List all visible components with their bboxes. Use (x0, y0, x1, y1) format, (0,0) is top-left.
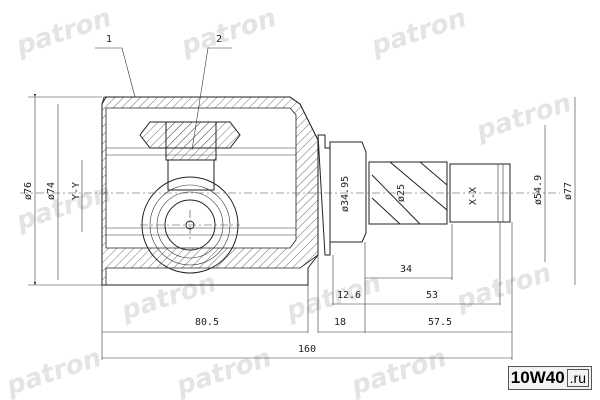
svg-text:ø76: ø76 (23, 182, 34, 200)
svg-text:Y-Y: Y-Y (71, 182, 82, 200)
svg-text:34: 34 (400, 264, 412, 275)
housing (101, 96, 319, 286)
svg-text:patron: patron (172, 343, 275, 400)
diameter-dimensions: ø76 ø74 Y-Y ø34.95 ø25 X-X ø54.9 ø77 (23, 94, 576, 286)
svg-text:patron: patron (347, 343, 450, 400)
svg-text:patron: patron (452, 258, 555, 317)
svg-text:160: 160 (298, 344, 316, 355)
svg-text:X-X: X-X (468, 187, 479, 205)
svg-text:57.5: 57.5 (428, 317, 452, 328)
svg-text:80.5: 80.5 (195, 317, 219, 328)
svg-text:patron: patron (472, 88, 575, 147)
svg-text:patron: patron (367, 3, 470, 62)
watermarks: patron patron patron patron patron patro… (2, 3, 575, 400)
logo-main: 10W40 (510, 368, 565, 387)
svg-text:53: 53 (426, 290, 438, 301)
svg-text:18: 18 (334, 317, 346, 328)
svg-text:ø25: ø25 (396, 184, 407, 202)
svg-text:patron: patron (2, 343, 105, 400)
svg-text:1: 1 (106, 34, 112, 45)
site-logo: 10W40 .ru (507, 366, 592, 390)
svg-text:patron: patron (177, 3, 280, 62)
callouts: 1 2 (95, 34, 232, 151)
svg-text:ø54.9: ø54.9 (533, 175, 544, 205)
svg-text:patron: patron (12, 3, 115, 62)
svg-text:ø74: ø74 (46, 182, 57, 200)
svg-text:ø77: ø77 (563, 182, 574, 200)
svg-text:ø34.95: ø34.95 (340, 176, 351, 212)
svg-text:12.6: 12.6 (337, 290, 361, 301)
svg-text:2: 2 (216, 34, 222, 45)
length-dimensions: 34 12.6 53 80.5 18 57.5 160 (101, 222, 513, 360)
logo-suffix: .ru (566, 369, 589, 387)
